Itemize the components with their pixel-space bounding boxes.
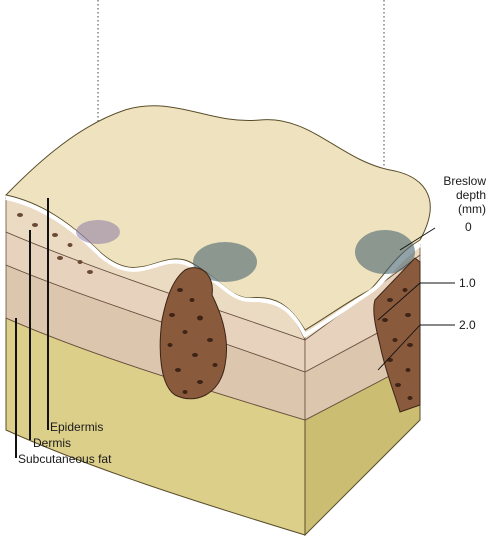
breslow-unit: (mm) [458,202,486,216]
depth-label-0: 0 [465,220,472,234]
depth-2-pointer [377,324,421,371]
breslow-title-line1: Breslow [443,174,486,188]
epidermis-edge [5,196,422,338]
label-subcutaneous-fat: Subcutaneous fat [18,452,112,466]
depth-0-pointer [399,227,436,251]
breslow-title-line2: depth [455,188,486,202]
front-face [5,197,306,536]
tumor-mass-center [159,267,228,400]
epidermal-nests-left [17,213,93,274]
lesion-blue-center [193,242,257,282]
tumor-mass-right [373,257,421,413]
lesion-purple [76,220,120,244]
lesion-blue-right [355,230,415,274]
depth-label-2: 2.0 [459,318,476,332]
depth-label-1: 1.0 [459,276,476,290]
tumor-cells [167,288,413,400]
label-epidermis: Epidermis [50,420,104,434]
breslow-title: Breslow depth (mm) [400,174,486,216]
label-dermis: Dermis [33,436,71,450]
depth-1-pointer [377,282,421,321]
